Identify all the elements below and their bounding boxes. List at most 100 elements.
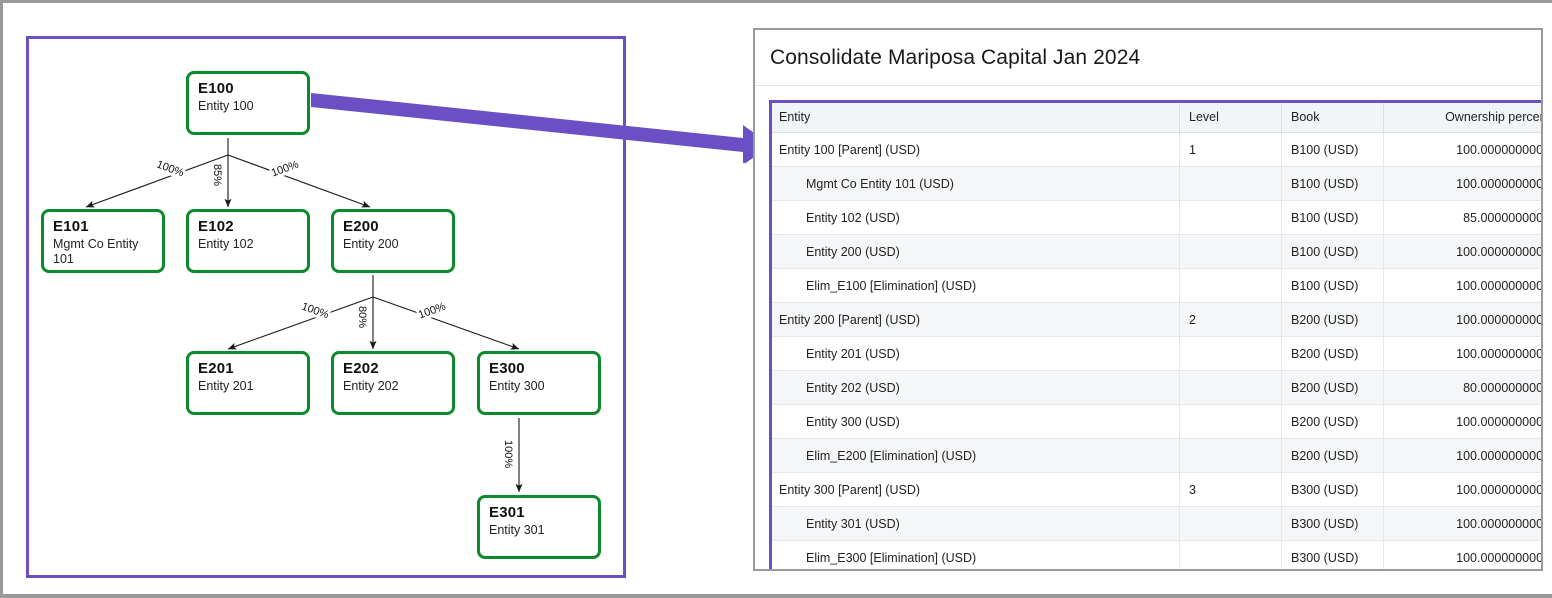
entity-node-e301[interactable]: E301 Entity 301 (477, 495, 601, 559)
table-row[interactable]: Mgmt Co Entity 101 (USD) B100 (USD)100.00… (769, 166, 1541, 201)
edge-label-e100-e102: 85% (211, 163, 223, 188)
table-header-row: Entity Level Book Ownership percent (769, 100, 1541, 133)
cell-entity: Entity 200 (USD) (769, 234, 1180, 269)
cell-book: B300 (USD) (1281, 472, 1384, 507)
cell-ownership-percent: 100.0000000000 (1383, 336, 1541, 371)
entity-node-code: E100 (198, 80, 234, 97)
entity-node-e101[interactable]: E101 Mgmt Co Entity 101 (41, 209, 165, 273)
table-row[interactable]: Entity 102 (USD) B100 (USD)85.0000000000 (769, 200, 1541, 235)
cell-book: B200 (USD) (1281, 438, 1384, 473)
cell-ownership-percent: 100.0000000000 (1383, 268, 1541, 303)
cell-level (1179, 370, 1282, 405)
column-header-level[interactable]: Level (1179, 100, 1282, 133)
table-row[interactable]: Elim_E200 [Elimination] (USD) B200 (USD)1… (769, 438, 1541, 473)
column-header-book[interactable]: Book (1281, 100, 1384, 133)
cell-entity: Elim_E300 [Elimination] (USD) (769, 540, 1180, 569)
entity-node-e200[interactable]: E200 Entity 200 (331, 209, 455, 273)
cell-level (1179, 506, 1282, 541)
cell-book: B300 (USD) (1281, 506, 1384, 541)
entity-node-e100[interactable]: E100 Entity 100 (186, 71, 310, 135)
cell-ownership-percent: 100.0000000000 (1383, 506, 1541, 541)
cell-book: B300 (USD) (1281, 540, 1384, 569)
cell-book: B100 (USD) (1281, 200, 1384, 235)
cell-level (1179, 404, 1282, 439)
column-header-ownership-percent[interactable]: Ownership percent (1383, 100, 1541, 133)
cell-ownership-percent: 100.0000000000 (1383, 166, 1541, 201)
cell-level (1179, 438, 1282, 473)
cell-entity: Entity 102 (USD) (769, 200, 1180, 235)
cell-book: B100 (USD) (1281, 132, 1384, 167)
entity-node-name: Entity 200 (343, 237, 399, 251)
cell-entity: Entity 300 [Parent] (USD) (769, 472, 1180, 507)
cell-level (1179, 540, 1282, 569)
panel-title: Consolidate Mariposa Capital Jan 2024 (755, 30, 1541, 86)
cell-ownership-percent: 100.0000000000 (1383, 438, 1541, 473)
cell-entity: Entity 201 (USD) (769, 336, 1180, 371)
cell-level (1179, 166, 1282, 201)
cell-level (1179, 200, 1282, 235)
table-row[interactable]: Entity 301 (USD) B300 (USD)100.0000000000 (769, 506, 1541, 541)
cell-ownership-percent: 100.0000000000 (1383, 472, 1541, 507)
cell-entity: Entity 300 (USD) (769, 404, 1180, 439)
table-row[interactable]: Entity 300 (USD) B200 (USD)100.0000000000 (769, 404, 1541, 439)
cell-ownership-percent: 100.0000000000 (1383, 302, 1541, 337)
cell-book: B200 (USD) (1281, 336, 1384, 371)
table-row[interactable]: Entity 201 (USD) B200 (USD)100.0000000000 (769, 336, 1541, 371)
entity-node-code: E301 (489, 504, 525, 521)
cell-entity: Entity 202 (USD) (769, 370, 1180, 405)
table-row[interactable]: Elim_E300 [Elimination] (USD) B300 (USD)1… (769, 540, 1541, 569)
cell-level: 2 (1179, 302, 1282, 337)
diagram-connector-layer (85, 138, 523, 493)
cell-entity: Elim_E100 [Elimination] (USD) (769, 268, 1180, 303)
edge-label-e200-e202: 80% (356, 305, 368, 330)
grid-scroll-region[interactable]: Entity Level Book Ownership percent Enti… (755, 87, 1541, 569)
cell-entity: Mgmt Co Entity 101 (USD) (769, 166, 1180, 201)
cell-ownership-percent: 100.0000000000 (1383, 132, 1541, 167)
entity-node-e300[interactable]: E300 Entity 300 (477, 351, 601, 415)
cell-book: B200 (USD) (1281, 370, 1384, 405)
cell-book: B100 (USD) (1281, 234, 1384, 269)
cell-ownership-percent: 80.0000000000 (1383, 370, 1541, 405)
cell-level (1179, 234, 1282, 269)
cell-entity: Entity 301 (USD) (769, 506, 1180, 541)
cell-ownership-percent: 100.0000000000 (1383, 404, 1541, 439)
entity-node-name: Mgmt Co Entity 101 (53, 237, 139, 266)
cell-book: B200 (USD) (1281, 302, 1384, 337)
entity-node-name: Entity 100 (198, 99, 254, 113)
entity-node-name: Entity 301 (489, 523, 545, 537)
cell-level (1179, 336, 1282, 371)
cell-entity: Entity 100 [Parent] (USD) (769, 132, 1180, 167)
table-row[interactable]: Elim_E100 [Elimination] (USD)B100 (USD)1… (769, 268, 1541, 303)
entity-node-code: E201 (198, 360, 234, 377)
cell-book: B100 (USD) (1281, 166, 1384, 201)
cell-entity: Elim_E200 [Elimination] (USD) (769, 438, 1180, 473)
table-row[interactable]: Entity 200 (USD) B100 (USD)100.0000000000 (769, 234, 1541, 269)
entity-node-e201[interactable]: E201 Entity 201 (186, 351, 310, 415)
entity-node-name: Entity 300 (489, 379, 545, 393)
cell-ownership-percent: 100.0000000000 (1383, 540, 1541, 569)
cell-entity: Entity 200 [Parent] (USD) (769, 302, 1180, 337)
entity-hierarchy-diagram-panel: E100 Entity 100 E101 Mgmt Co Entity 101 … (26, 36, 626, 578)
entity-node-code: E102 (198, 218, 234, 235)
entity-node-e102[interactable]: E102 Entity 102 (186, 209, 310, 273)
column-header-entity[interactable]: Entity (769, 100, 1180, 133)
consolidation-results-panel: Consolidate Mariposa Capital Jan 2024 En… (753, 28, 1543, 571)
cell-level (1179, 268, 1282, 303)
cell-book: B200 (USD) (1281, 404, 1384, 439)
cell-ownership-percent: 85.0000000000 (1383, 200, 1541, 235)
entity-node-name: Entity 201 (198, 379, 254, 393)
entity-node-code: E200 (343, 218, 379, 235)
ownership-table: Entity Level Book Ownership percent Enti… (769, 100, 1541, 569)
table-row[interactable]: Entity 202 (USD) B200 (USD)80.0000000000 (769, 370, 1541, 405)
entity-node-code: E101 (53, 218, 89, 235)
entity-node-e202[interactable]: E202 Entity 202 (331, 351, 455, 415)
entity-node-name: Entity 202 (343, 379, 399, 393)
cell-level: 1 (1179, 132, 1282, 167)
entity-node-name: Entity 102 (198, 237, 254, 251)
cell-ownership-percent: 100.0000000000 (1383, 234, 1541, 269)
